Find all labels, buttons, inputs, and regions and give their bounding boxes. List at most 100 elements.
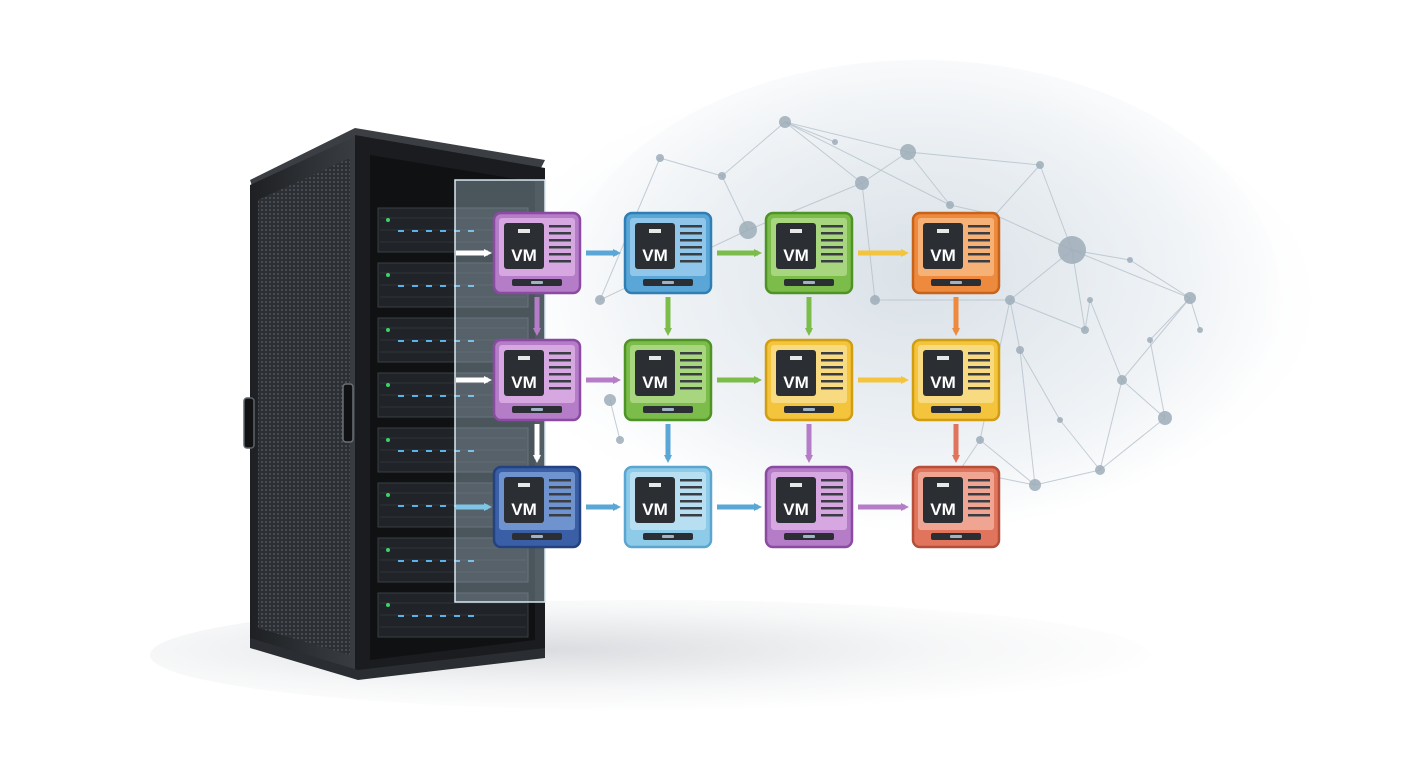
vm-4-node[interactable]: VM	[911, 211, 1001, 295]
text-line-icon	[680, 387, 702, 390]
vm-screen-icon	[635, 477, 675, 523]
text-line-icon	[968, 500, 990, 503]
network-link	[1089, 299, 1123, 381]
vm-7-node[interactable]: VM	[764, 338, 854, 422]
activity-light-icon	[398, 285, 404, 287]
text-line-icon	[968, 253, 990, 256]
network-node-icon	[656, 154, 664, 162]
text-line-icon	[549, 366, 571, 369]
text-line-icon	[968, 493, 990, 496]
activity-light-icon	[412, 450, 418, 452]
status-led-icon	[386, 383, 390, 387]
network-node-icon	[900, 144, 916, 160]
network-link	[784, 121, 951, 206]
vm-label: VM	[642, 500, 668, 519]
activity-light-icon	[440, 230, 446, 232]
network-node-icon	[1095, 465, 1105, 475]
activity-light-icon	[468, 615, 474, 617]
text-line-icon	[680, 225, 702, 228]
edges-layer	[456, 249, 960, 511]
vm-1-node[interactable]: VM	[492, 211, 582, 295]
activity-light-icon	[440, 615, 446, 617]
network-link	[1059, 419, 1101, 471]
text-line-icon	[821, 387, 843, 390]
activity-light-icon	[468, 230, 474, 232]
network-link	[994, 214, 1073, 251]
rack-top	[250, 128, 545, 195]
vm-screen-icon	[504, 477, 544, 523]
text-line-icon	[821, 493, 843, 496]
activity-light-icon	[412, 505, 418, 507]
text-line-icon	[821, 500, 843, 503]
network-link	[1129, 259, 1191, 299]
rack-unit	[377, 592, 529, 638]
network-node-icon	[604, 394, 616, 406]
vm-2-node[interactable]: VM	[623, 211, 713, 295]
network-link	[861, 182, 876, 301]
vm-8-node[interactable]: VM	[911, 338, 1001, 422]
vm-5-node[interactable]: VM	[492, 338, 582, 422]
network-node-icon	[946, 201, 954, 209]
text-line-icon	[821, 260, 843, 263]
status-led-icon	[386, 493, 390, 497]
activity-light-icon	[440, 450, 446, 452]
door-handle-icon[interactable]	[342, 383, 354, 443]
text-line-icon	[680, 514, 702, 517]
network-node-icon	[1036, 161, 1044, 169]
vm-3-node[interactable]: VM	[764, 211, 854, 295]
vm-6-node[interactable]: VM	[623, 338, 713, 422]
network-node-icon	[1184, 292, 1196, 304]
vm-label: VM	[511, 246, 537, 265]
text-line-icon	[549, 493, 571, 496]
network-node-icon	[1147, 337, 1153, 343]
network-link	[784, 121, 909, 153]
vm-screen-icon	[776, 350, 816, 396]
vm-label: VM	[642, 246, 668, 265]
vm-screen-icon	[504, 223, 544, 269]
network-link	[1149, 339, 1166, 419]
text-line-icon	[549, 507, 571, 510]
activity-light-icon	[440, 395, 446, 397]
activity-light-icon	[454, 285, 460, 287]
text-line-icon	[821, 352, 843, 355]
network-link	[1039, 164, 1073, 251]
text-line-icon	[549, 387, 571, 390]
network-link	[907, 151, 951, 206]
network-node-icon	[1058, 236, 1086, 264]
vm-10-node[interactable]: VM	[623, 465, 713, 549]
network-node-icon	[1057, 417, 1063, 423]
rack-base	[250, 638, 545, 680]
vm-12-node[interactable]: VM	[911, 465, 1001, 549]
network-link	[1019, 349, 1036, 486]
port-icon	[803, 408, 815, 411]
activity-light-icon	[426, 450, 432, 452]
activity-light-icon	[398, 615, 404, 617]
network-link	[959, 439, 981, 471]
text-line-icon	[680, 366, 702, 369]
text-line-icon	[549, 352, 571, 355]
network-link	[1099, 417, 1166, 471]
text-line-icon	[549, 514, 571, 517]
vm-label: VM	[511, 500, 537, 519]
text-line-icon	[968, 232, 990, 235]
activity-light-icon	[440, 340, 446, 342]
vm-screen-icon	[635, 223, 675, 269]
text-line-icon	[821, 507, 843, 510]
network-node-icon	[739, 221, 757, 239]
activity-light-icon	[440, 505, 446, 507]
activity-light-icon	[426, 395, 432, 397]
cloud-background	[560, 60, 1280, 530]
vm-9-node[interactable]: VM	[492, 465, 582, 549]
text-line-icon	[821, 225, 843, 228]
vm-screen-icon	[776, 477, 816, 523]
vm-label: VM	[930, 246, 956, 265]
network-link	[1121, 297, 1191, 381]
text-line-icon	[680, 479, 702, 482]
port-icon	[662, 408, 674, 411]
vm-11-node[interactable]: VM	[764, 465, 854, 549]
text-line-icon	[549, 380, 571, 383]
text-line-icon	[821, 366, 843, 369]
network-node-icon	[616, 436, 624, 444]
text-line-icon	[821, 380, 843, 383]
text-line-icon	[968, 479, 990, 482]
